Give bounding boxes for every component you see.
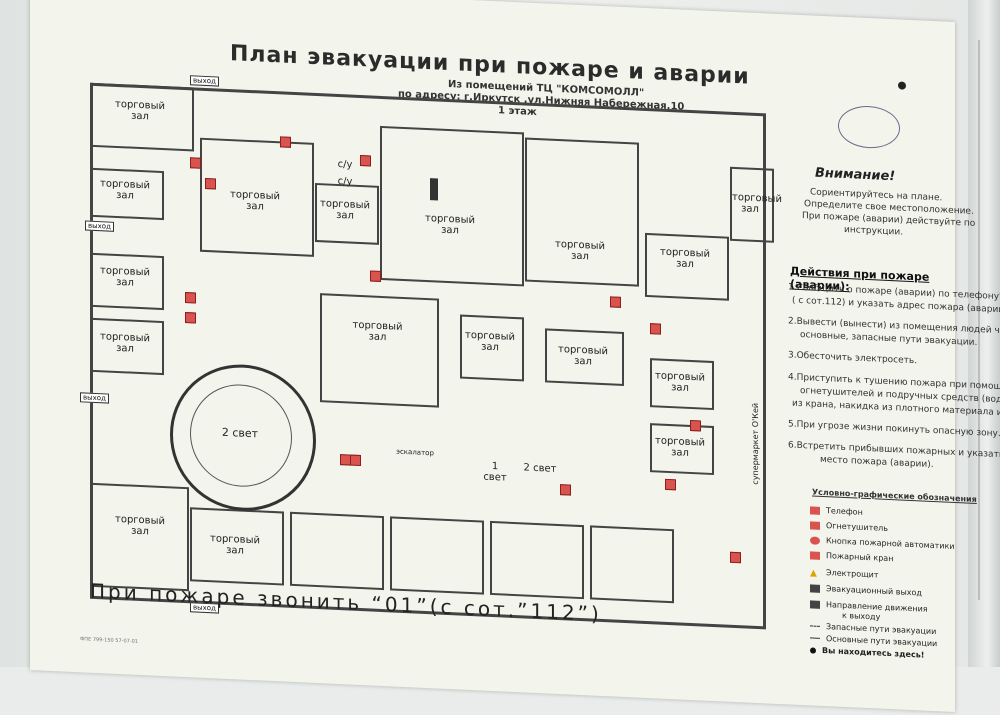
extinguisher-marker	[650, 323, 661, 335]
electrical-panel-icon: ▲	[810, 567, 817, 579]
approval-stamp	[838, 104, 900, 150]
room-center-main	[380, 125, 524, 287]
room-bottom-5	[590, 525, 674, 604]
wc-label: с/у	[337, 158, 353, 171]
attention-line: инструкции.	[844, 224, 904, 238]
attention-heading: Внимание!	[815, 165, 896, 185]
you-are-here-icon	[810, 646, 816, 654]
room-mid-left	[320, 293, 439, 408]
extinguisher-marker	[560, 484, 571, 496]
room-center-right	[525, 137, 639, 287]
exit-sign: выход	[85, 220, 114, 232]
extinguisher-marker	[185, 312, 196, 324]
legend-row-extinguisher: Огнетушитель	[810, 520, 888, 533]
phone-icon	[810, 505, 820, 515]
extinguisher-marker	[185, 292, 196, 304]
action-line: 3.Обесточить электросеть.	[788, 350, 918, 367]
extinguisher-marker	[190, 157, 201, 169]
extinguisher-marker	[360, 154, 371, 167]
extinguisher-marker	[665, 478, 676, 491]
alarm-button-icon	[810, 535, 820, 545]
extinguisher-marker	[350, 454, 361, 467]
extinguisher-marker	[610, 296, 621, 308]
mounting-pin	[898, 81, 906, 90]
poster-footer-code: ФПЕ 799-150 57-07-01	[80, 636, 138, 645]
extinguisher-marker	[280, 136, 291, 148]
fire-hydrant-icon	[810, 550, 820, 560]
fire-extinguisher-icon	[810, 520, 820, 530]
evacuation-plan-poster: План эвакуации при пожаре и аварии Из по…	[30, 0, 1000, 713]
pillar-seam	[978, 40, 980, 600]
supermarket-label: супермаркет О'Кей	[751, 402, 760, 485]
stair-icon	[430, 178, 438, 201]
room-bottom-4	[490, 520, 584, 600]
action-line: место пожара (аварии).	[820, 454, 934, 471]
direction-arrow-icon	[810, 599, 820, 609]
extinguisher-marker	[690, 419, 701, 432]
extinguisher-marker	[205, 177, 216, 190]
escalator-label: эскалатор	[396, 447, 434, 458]
legend-row-alarm-button: Кнопка пожарной автоматики	[810, 535, 955, 551]
room-bottom-3	[390, 516, 484, 595]
legend-row-exit: Эвакуационный выход	[810, 583, 922, 598]
dashed-arrow-icon	[810, 625, 820, 627]
emergency-exit-icon	[810, 583, 820, 593]
room-bottom-2	[290, 511, 384, 591]
legend-row-you-are-here: Вы находитесь здесь!	[810, 645, 924, 660]
legend-row-direction-cont: к выходу	[842, 610, 881, 622]
exit-sign: выход	[80, 392, 109, 404]
legend-row-hydrant: Пожарный кран	[810, 550, 893, 563]
atrium-label-1: 1 свет	[483, 460, 507, 484]
legend-row-phone: Телефон	[810, 505, 863, 517]
legend-row-panel: ▲Электрощит	[810, 567, 879, 580]
legend-heading: Условно-графические обозначения	[812, 487, 977, 504]
extinguisher-marker	[370, 270, 381, 282]
wall-pillar	[968, 0, 1000, 667]
solid-arrow-icon	[810, 637, 820, 639]
exit-sign: выход	[190, 75, 219, 87]
atrium-label-2: 2 свет	[523, 462, 557, 475]
extinguisher-marker	[730, 551, 741, 564]
wc-label: с/у	[337, 175, 353, 188]
